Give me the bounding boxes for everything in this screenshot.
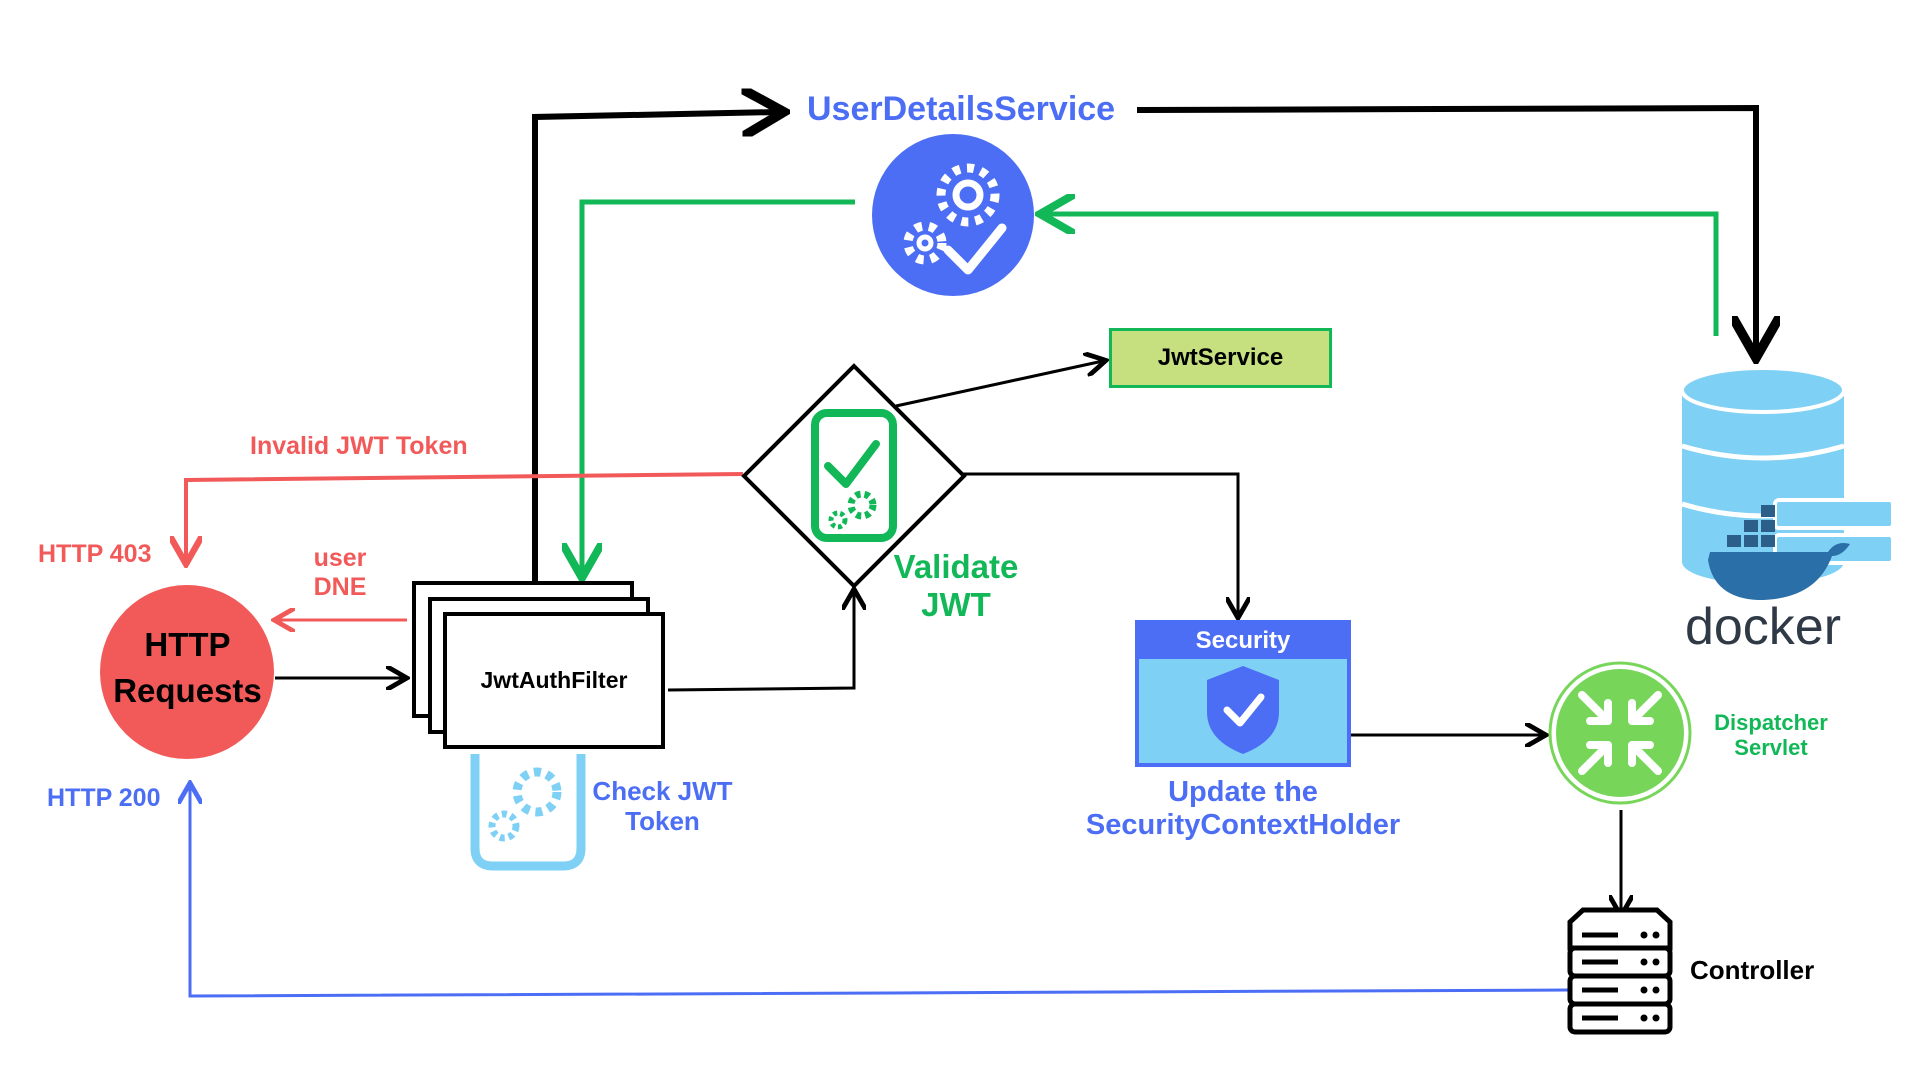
http-requests-line1: HTTP [144,626,231,663]
edge-invalid-token [186,472,744,560]
controller-label: Controller [1690,955,1815,985]
http-requests-node [100,585,274,759]
jwt-auth-filter-box[interactable]: JwtAuthFilter [443,612,665,749]
edge-db-to-userdetails [1045,214,1719,336]
docker-database-icon [1680,366,1895,600]
server-icon [1567,907,1673,1035]
edge-userdetails-to-db [1136,104,1756,352]
edge-userdetails-to-filter [582,199,855,573]
check-jwt-line2: Token [625,805,700,836]
jwt-service-label: JwtService [1157,344,1284,371]
user-dne-line2: DNE [313,572,367,601]
validate-jwt-line2: JWT [921,585,991,623]
edge-validate-to-jwtservice [895,361,1103,408]
dispatcher-line1: Dispatcher [1714,710,1828,735]
http-403-label: HTTP 403 [38,540,152,568]
invalid-jwt-label: Invalid JWT Token [250,432,468,460]
update-security-line1: Update the [1168,776,1318,808]
update-security-line2: SecurityContextHolder [1085,809,1401,842]
edge-filter-to-userdetails [532,112,778,584]
user-dne-label: user DNE [300,544,380,602]
edge-controller-to-requests [190,786,1571,998]
edge-filter-to-validate [667,592,854,692]
user-details-service-label: UserDetailsService [807,90,1116,128]
phone-check-gear-icon [811,409,897,542]
jwt-service-box[interactable]: JwtService [1109,328,1332,388]
user-dne-line1: user [313,544,367,572]
validate-jwt-line1: Validate [893,548,1019,585]
http-requests-label[interactable]: HTTP Requests [100,622,275,714]
arrows-inward-icon [1548,661,1692,805]
http-200-label: HTTP 200 [47,784,161,812]
docker-label: docker [1684,598,1842,656]
dispatcher-line2: Servlet [1734,735,1808,761]
edge-validate-to-security [959,472,1238,615]
validate-jwt-label: Validate JWT [880,548,1032,624]
gears-check-icon [872,134,1034,296]
jwt-auth-filter-label: JwtAuthFilter [480,667,628,693]
server-lights [1582,931,1660,1022]
update-security-label: Update the SecurityContextHolder [1048,776,1438,843]
security-header-label: Security [1195,627,1291,654]
check-jwt-label: Check JWT Token [580,776,745,837]
shield-check-icon [1207,666,1279,754]
dispatcher-servlet-label: Dispatcher Servlet [1686,710,1856,761]
http-requests-line2: Requests [113,672,262,710]
gears-icon [470,754,586,871]
check-jwt-line1: Check JWT [592,776,733,806]
